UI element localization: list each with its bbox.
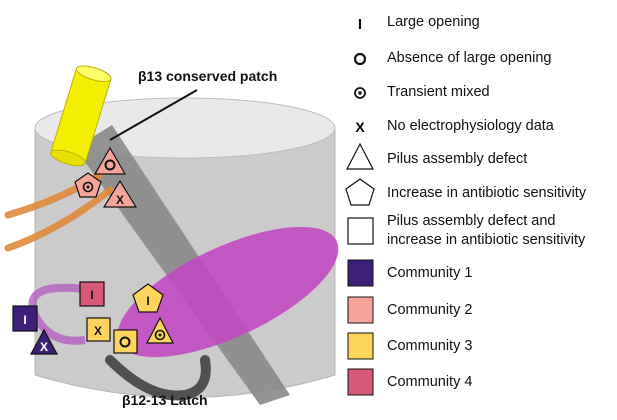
marker-patch-top-circle xyxy=(93,146,127,175)
svg-text:I: I xyxy=(90,288,93,302)
dotted-circle-icon xyxy=(354,87,366,99)
marker-latch-x-square: X xyxy=(86,317,111,342)
x-icon: X xyxy=(355,119,365,135)
marker-left-purple-square: I xyxy=(12,305,38,332)
svg-text:X: X xyxy=(116,193,124,207)
legend-label: Large opening xyxy=(387,14,480,30)
svg-text:I: I xyxy=(146,294,149,308)
marker-patch-mid-x: X xyxy=(102,179,138,208)
conserved-patch-label: β13 conserved patch xyxy=(138,68,277,84)
legend-label: Increase in antibiotic sensitivity xyxy=(387,185,587,201)
legend-label: Community 1 xyxy=(387,265,473,281)
patch-callout-line xyxy=(109,89,198,141)
legend-label: Pilus assembly defect xyxy=(387,151,528,167)
legend-label: Absence of large opening xyxy=(387,50,552,66)
legend-label: Community 2 xyxy=(387,302,473,318)
legend-label: No electrophysiology data xyxy=(387,118,554,134)
open-circle-icon xyxy=(353,52,367,66)
marker-latch-yellow-pentagon: I xyxy=(132,283,164,313)
svg-text:X: X xyxy=(94,324,102,338)
community-2-swatch xyxy=(347,296,374,324)
large-opening-icon: I xyxy=(358,16,362,33)
legend: I Large opening Absence of large opening… xyxy=(343,0,617,420)
orange-loop-lower xyxy=(4,186,114,252)
legend-label: Community 4 xyxy=(387,374,473,390)
marker-latch-o-square xyxy=(113,329,138,354)
legend-label: Transient mixed xyxy=(387,84,490,100)
legend-label-line1: Pilus assembly defect and xyxy=(387,213,556,229)
community-3-swatch xyxy=(347,332,374,360)
community-4-swatch xyxy=(347,368,374,396)
marker-latch-dot-triangle xyxy=(146,316,174,344)
triangle-icon xyxy=(346,142,374,170)
latch-loop xyxy=(105,355,211,401)
svg-text:X: X xyxy=(40,340,48,354)
svg-text:X: X xyxy=(355,119,365,135)
marker-left-purple-triangle: X xyxy=(29,328,59,355)
community-1-swatch xyxy=(347,259,374,287)
marker-latch-large-square: I xyxy=(79,281,105,307)
svg-text:I: I xyxy=(358,16,362,33)
latch-label: β12-13 Latch xyxy=(122,392,208,408)
svg-text:I: I xyxy=(23,313,26,327)
yellow-helix xyxy=(50,65,112,167)
square-icon xyxy=(347,217,374,245)
marker-patch-mid-dot xyxy=(74,172,102,198)
legend-label-line2: increase in antibiotic sensitivity xyxy=(387,232,586,248)
legend-label: Community 3 xyxy=(387,338,473,354)
plug-domain xyxy=(117,226,339,358)
pentagon-icon xyxy=(345,178,375,206)
